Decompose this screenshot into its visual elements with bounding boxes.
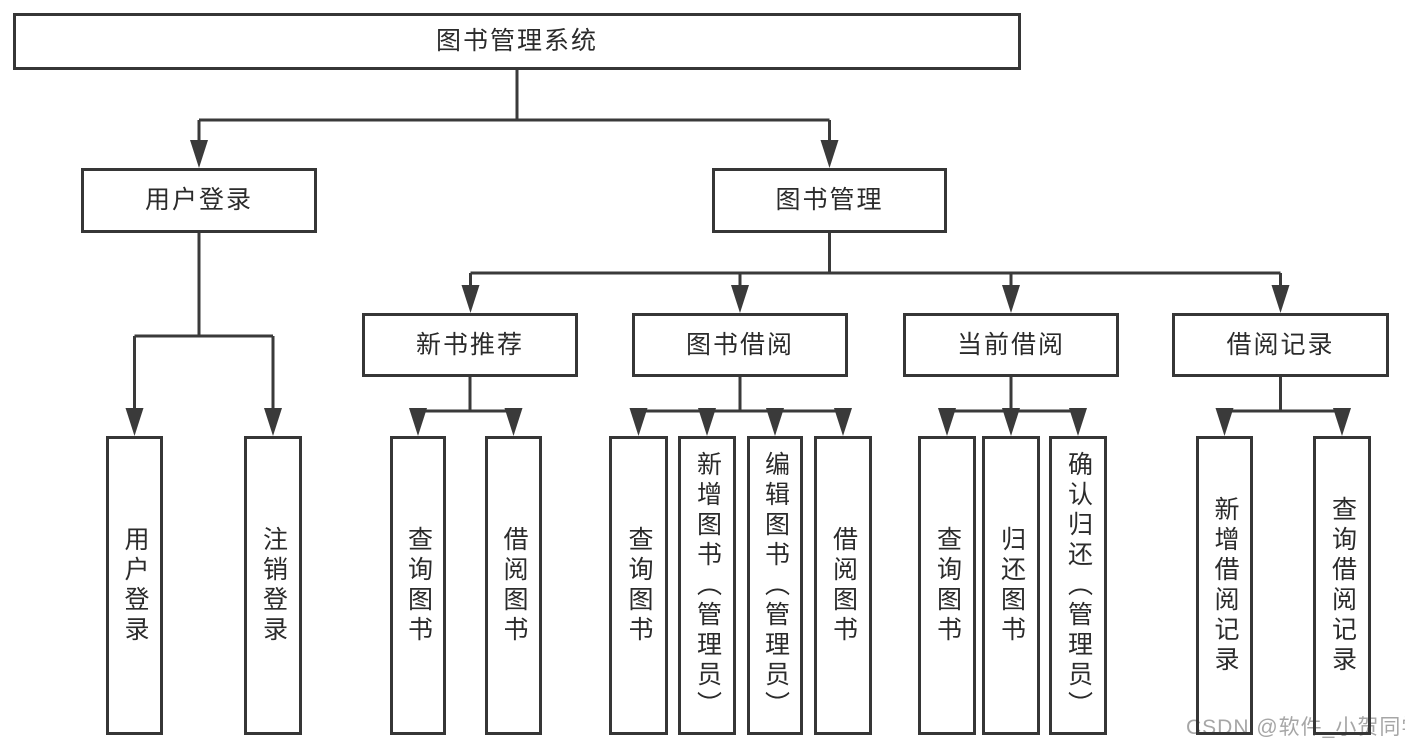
node-label: 查询图书 bbox=[404, 525, 433, 646]
leaf-confirm-return-admin: 确认归还（管理员） bbox=[1049, 436, 1107, 735]
leaf-query-borrow-record: 查询借阅记录 bbox=[1313, 436, 1371, 735]
leaf-query-books-recommend: 查询图书 bbox=[390, 436, 446, 735]
node-label: 查询图书 bbox=[625, 525, 653, 646]
leaf-return-books: 归还图书 bbox=[982, 436, 1040, 735]
node-label: 新书推荐 bbox=[415, 330, 524, 359]
node-label: 图书借阅 bbox=[685, 330, 794, 359]
node-label: 查询图书 bbox=[933, 525, 962, 646]
leaf-user-login: 用户登录 bbox=[106, 436, 163, 735]
node-label: 用户登录 bbox=[121, 525, 149, 646]
node-new-book-recommendation: 新书推荐 bbox=[362, 313, 578, 377]
node-label: 借阅图书 bbox=[829, 525, 858, 646]
node-label: 编辑图书（管理员） bbox=[761, 450, 790, 721]
node-label: 查询借阅记录 bbox=[1328, 495, 1357, 676]
node-book-management: 图书管理 bbox=[712, 168, 947, 233]
node-book-borrowing: 图书借阅 bbox=[632, 313, 848, 377]
leaf-borrow-books-recommend: 借阅图书 bbox=[485, 436, 542, 735]
leaf-query-books-current: 查询图书 bbox=[918, 436, 976, 735]
node-library-system: 图书管理系统 bbox=[13, 13, 1021, 70]
leaf-add-book-admin: 新增图书（管理员） bbox=[678, 436, 736, 735]
watermark: CSDN @软件_小贺同学 bbox=[1186, 716, 1405, 739]
node-label: 图书管理系统 bbox=[435, 27, 598, 55]
leaf-query-books-borrowing: 查询图书 bbox=[609, 436, 668, 735]
node-label: 借阅记录 bbox=[1226, 330, 1335, 359]
node-label: 归还图书 bbox=[997, 525, 1026, 646]
node-user-login: 用户登录 bbox=[81, 168, 317, 233]
arrowheads bbox=[125, 140, 1351, 436]
node-label: 图书管理 bbox=[775, 186, 884, 214]
leaf-add-borrow-record: 新增借阅记录 bbox=[1196, 436, 1253, 735]
node-label: 借阅图书 bbox=[500, 525, 528, 646]
node-label: 当前借阅 bbox=[956, 330, 1065, 359]
node-label: 新增借阅记录 bbox=[1211, 495, 1239, 676]
leaf-borrow-books-borrowing: 借阅图书 bbox=[814, 436, 872, 735]
node-label: 注销登录 bbox=[259, 525, 288, 646]
node-label: 用户登录 bbox=[144, 186, 253, 214]
leaf-edit-book-admin: 编辑图书（管理员） bbox=[747, 436, 803, 735]
node-borrowing-records: 借阅记录 bbox=[1172, 313, 1389, 377]
node-label: 新增图书（管理员） bbox=[693, 450, 722, 721]
leaf-logout: 注销登录 bbox=[244, 436, 302, 735]
node-label: 确认归还（管理员） bbox=[1064, 450, 1093, 721]
node-current-borrowing: 当前借阅 bbox=[903, 313, 1119, 377]
